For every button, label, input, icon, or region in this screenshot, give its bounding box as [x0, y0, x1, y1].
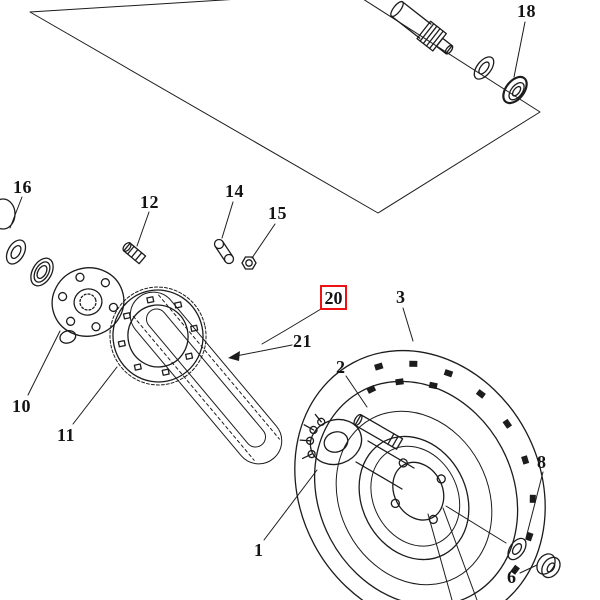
leader-lines — [9, 21, 544, 600]
part-label-10: 10 — [12, 396, 31, 416]
part-label-3: 3 — [396, 287, 406, 307]
hub-stud — [122, 242, 147, 265]
arrowhead-21 — [228, 351, 240, 361]
drive-chain — [129, 291, 283, 465]
washer — [473, 56, 495, 80]
leader-20 — [261, 308, 322, 345]
panel-outline — [29, 0, 541, 214]
seal-ring-b — [30, 257, 54, 287]
leader-21 — [235, 344, 293, 357]
wheel-axle — [353, 413, 404, 450]
part-label-8: 8 — [537, 452, 547, 472]
part-label-2: 2 — [336, 357, 346, 377]
part-label-1: 1 — [254, 540, 264, 560]
axle-nut — [536, 553, 561, 579]
axle-tube — [355, 440, 415, 490]
part-label-6: 6 — [507, 567, 517, 587]
part-label-15: 15 — [268, 203, 287, 223]
seal-ring-a — [5, 239, 27, 265]
bearing — [502, 75, 528, 105]
spacer-washer — [507, 537, 527, 561]
part-highlight-box[interactable]: 20 — [320, 285, 347, 310]
part-label-20: 20 — [324, 287, 343, 308]
chain-joint-link — [213, 238, 235, 265]
seal-ring — [0, 198, 16, 230]
brake-drum-hub — [299, 413, 363, 466]
axle-shaft — [390, 0, 454, 55]
part-label-12: 12 — [140, 192, 159, 212]
joint-nut — [241, 256, 257, 270]
part-label-11: 11 — [57, 425, 76, 445]
part-label-18: 18 — [517, 1, 536, 21]
part-label-14: 14 — [225, 181, 244, 201]
sprocket-hub — [51, 267, 125, 344]
part-label-16: 16 — [13, 177, 32, 197]
part-label-21: 21 — [293, 331, 312, 351]
